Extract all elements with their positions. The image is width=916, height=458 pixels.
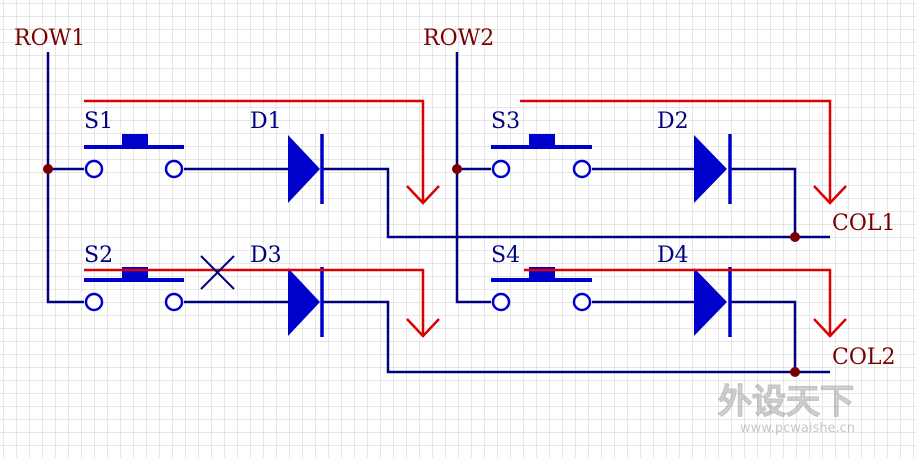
current-path-s2 [84,268,425,336]
label-d2: D2 [657,109,689,134]
label-d1: D1 [250,109,282,134]
watermark-title: 外设天下 [718,382,854,422]
label-row1: ROW1 [14,26,85,51]
switch-s2 [84,267,184,312]
current-path-arrowhead-s1 [406,185,440,205]
diode-d1 [288,134,324,204]
current-path-s4 [524,268,832,336]
label-col1: COL1 [832,211,895,236]
switch-s4 [491,267,592,312]
current-paths [84,99,847,338]
label-col2: COL2 [832,345,895,370]
current-path-s3 [520,99,832,203]
junctions [43,164,800,377]
label-d3: D3 [250,243,282,268]
watermark: 外设天下 www.pcwaishe.cn [718,382,855,437]
watermark-url: www.pcwaishe.cn [740,421,855,436]
label-s3: S3 [491,109,520,134]
wires [46,52,830,374]
label-s2: S2 [84,243,113,268]
cross-mark-icon [200,255,235,290]
diode-d3 [288,267,324,337]
junction-col2 [790,367,800,377]
junction-row1 [43,164,53,174]
switch-s3 [491,134,592,179]
junction-col1 [790,232,800,242]
diode-d2 [694,134,732,204]
row2-wire [455,52,491,304]
diode-d4 [694,267,732,337]
junction-row2 [452,164,462,174]
row1-wire [46,52,84,304]
label-d4: D4 [657,243,689,268]
switch-s1 [84,134,184,179]
current-path-arrowhead-s3 [813,185,847,205]
d4-col2-wire [730,300,797,372]
label-s1: S1 [84,109,113,134]
current-path-arrowhead-s4 [813,318,847,338]
current-path-arrowhead-s2 [406,318,440,338]
current-path-s1 [84,99,425,203]
d1-col1-wire [322,167,830,239]
label-s4: S4 [491,243,520,268]
label-row2: ROW2 [423,26,494,51]
d3-col2-wire [322,300,830,374]
d2-col1-wire [730,167,797,237]
